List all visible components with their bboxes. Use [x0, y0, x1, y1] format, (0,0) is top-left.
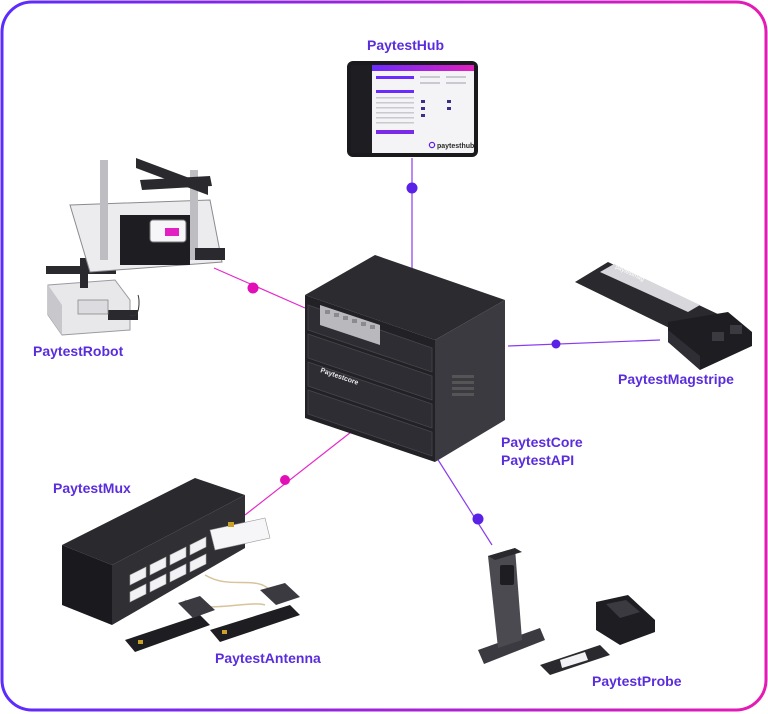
- connectors: [213, 158, 661, 546]
- link-robot: [213, 267, 306, 309]
- antenna-pad-icon: [125, 574, 300, 652]
- mux-box-icon: [62, 478, 271, 625]
- dot-magstripe: [551, 339, 561, 349]
- label-paytestcore: PaytestCore: [501, 434, 583, 450]
- dot-hub: [406, 182, 418, 194]
- link-magstripe: [507, 339, 661, 347]
- dot-probe: [472, 513, 484, 525]
- dot-robot: [247, 282, 259, 294]
- dot-mux: [280, 475, 290, 485]
- label-paytestmux: PaytestMux: [53, 480, 131, 496]
- label-paytestprobe: PaytestProbe: [592, 673, 682, 689]
- label-paytestmagstripe: PaytestMagstripe: [618, 371, 734, 387]
- magstripe-reader-icon: paytestmag: [575, 262, 752, 370]
- label-paytestapi: PaytestAPI: [501, 452, 575, 468]
- server-rack-icon: Paytestcore: [305, 255, 505, 462]
- hub-tablet-icon: paytesthub: [347, 61, 478, 157]
- label-paytesthub: PaytestHub: [367, 37, 445, 53]
- link-mux: [244, 424, 361, 516]
- probe-terminal-icon: [478, 548, 655, 675]
- hub-logo: paytesthub: [437, 143, 474, 150]
- label-paytestrobot: PaytestRobot: [33, 343, 124, 359]
- robot-arm-icon: [46, 158, 225, 336]
- label-paytestantenna: PaytestAntenna: [215, 650, 321, 666]
- link-probe: [434, 454, 493, 546]
